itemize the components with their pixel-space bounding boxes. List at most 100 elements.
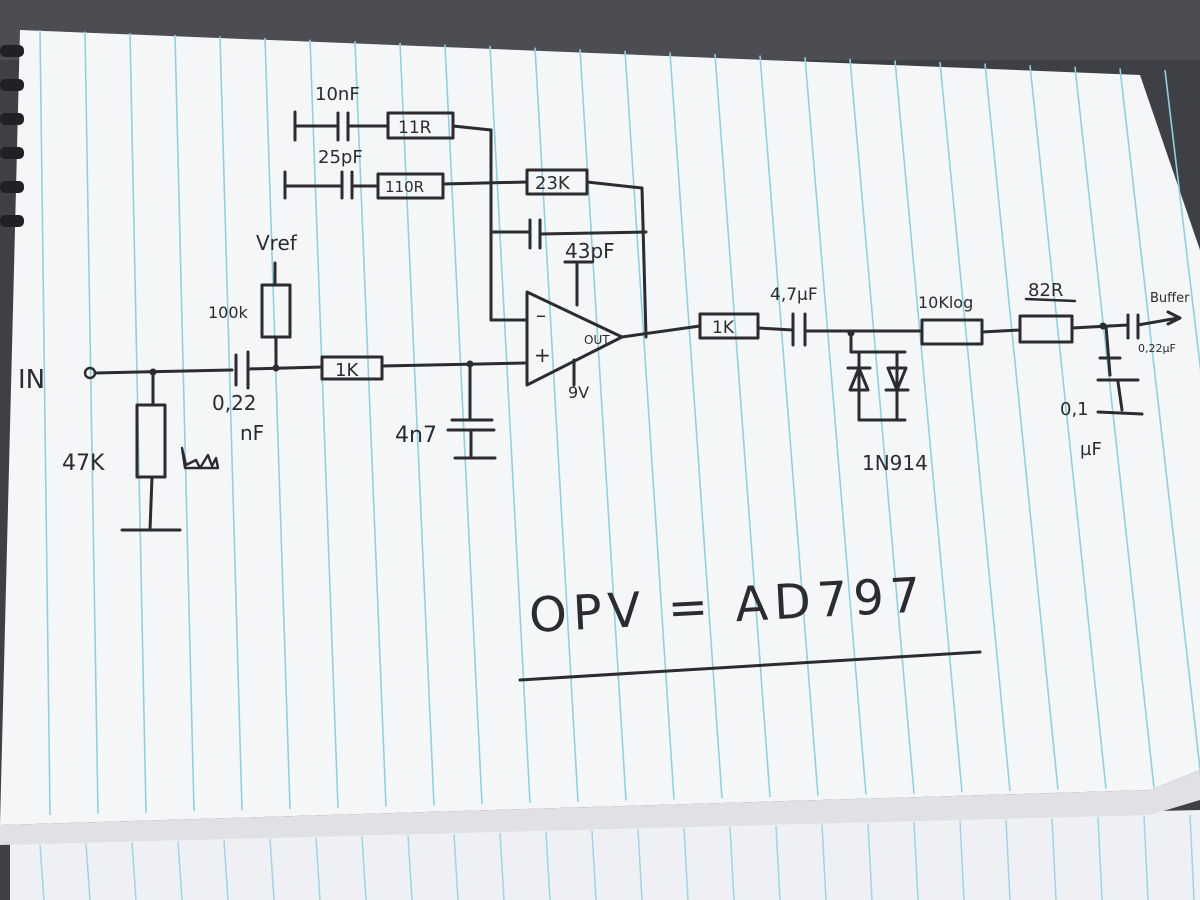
ground-47k [120,475,182,532]
ruled-line [637,829,643,900]
ruled-line [399,42,435,806]
ruled-line [1051,818,1057,900]
ruled-line [683,828,689,900]
ruled-line [849,58,915,794]
notebook-page [0,29,1200,845]
ruled-line [269,838,275,900]
label-vref: Vref [256,231,298,255]
spiral-ring [0,147,24,159]
ruled-line [1074,66,1155,788]
ruled-line [867,823,873,900]
label-100k: 100k [208,303,249,322]
resistor-110r [376,172,445,200]
ruled-line [775,825,781,900]
ruled-line [131,842,137,900]
ruled-line [714,53,771,798]
spiral-ring [0,79,24,91]
ruled-line [759,55,819,796]
label-buffer: Buffer [1150,291,1190,306]
scribble-82r [1024,297,1077,303]
label-11r: 11R [398,118,432,138]
ruled-line [499,832,505,900]
label-10klog: 10Klog [918,293,973,312]
label-op-supply: 9V [568,383,589,402]
resistor-1k-series [320,355,384,381]
label-10nf: 10nF [315,84,360,105]
label-0-22-unit: nF [240,421,264,445]
ruled-line [84,31,99,814]
capacitor-0u1 [1096,324,1144,416]
input-wire [93,368,234,375]
label-25pf: 25pF [318,147,363,168]
ruled-line [1029,65,1107,789]
circuit-drawing [83,110,1182,682]
ruled-line [729,826,735,900]
label-47k: 47K [62,451,105,476]
ruled-line [223,840,229,900]
ruled-line [669,52,723,799]
label-op-out: OUT [584,333,610,347]
ruled-line [804,57,867,795]
ruled-line [894,60,963,793]
label-4u7: 4,7µF [770,285,818,305]
label-0-1-unit: µF [1080,439,1102,460]
spiral-ring [0,113,24,125]
label-op-plus: + [534,343,551,367]
ruled-line [361,836,367,900]
label-1n914: 1N914 [862,451,928,475]
label-0-22uf: 0,22µF [1138,342,1176,355]
diode-2 [884,366,910,392]
ruled-line [913,822,919,900]
ruled-line [1119,68,1200,776]
ruled-line [624,50,675,800]
capacitor-final [1126,310,1182,340]
ruled-line [984,63,1059,790]
ruled-line [219,36,243,811]
resistor-1k-out [698,312,760,340]
label-1k-series: 1K [335,360,359,381]
ruled-line [39,844,45,900]
ruled-line [315,837,321,900]
spiral-ring [0,181,24,193]
ruled-line [177,841,183,900]
diode-1 [846,366,872,392]
ruled-line [821,824,827,900]
capacitor-4n7 [446,362,497,460]
ruled-line [407,835,413,900]
ruled-line [444,44,483,805]
label-110r: 110R [385,178,424,196]
opamp-supply-top [563,260,594,307]
ruled-line [453,834,459,900]
ruled-line [1005,819,1011,900]
label-0-22: 0,22 [212,391,257,415]
label-1k-out: 1K [712,318,735,338]
label-23k: 23K [535,173,571,194]
ruled-line [1189,814,1195,900]
label-4n7: 4n7 [395,423,437,448]
label-82r: 82R [1028,280,1063,301]
ruled-line [959,820,965,900]
note-underline [518,650,982,682]
ruled-line [85,843,91,900]
spiral-ring [0,45,24,57]
ruled-line [591,830,597,900]
label-0-1: 0,1 [1060,399,1089,420]
ruled-line [174,34,195,812]
ruled-line [354,41,387,807]
ruled-line [939,61,1011,792]
ruled-line [39,29,51,816]
ruled-line [489,45,531,804]
ruled-line [1097,817,1103,900]
ruled-line [309,39,339,808]
label-43pf: 43pF [565,239,615,263]
ruled-line [264,37,291,810]
scribble-mark [180,446,220,470]
capacitor-43pf [489,218,648,250]
spiral-ring [0,215,24,227]
ruled-line [545,831,551,900]
label-input: IN [18,365,45,395]
ruled-line [1164,69,1200,372]
ruled-line [1143,816,1149,900]
label-op-minus: – [536,303,546,327]
